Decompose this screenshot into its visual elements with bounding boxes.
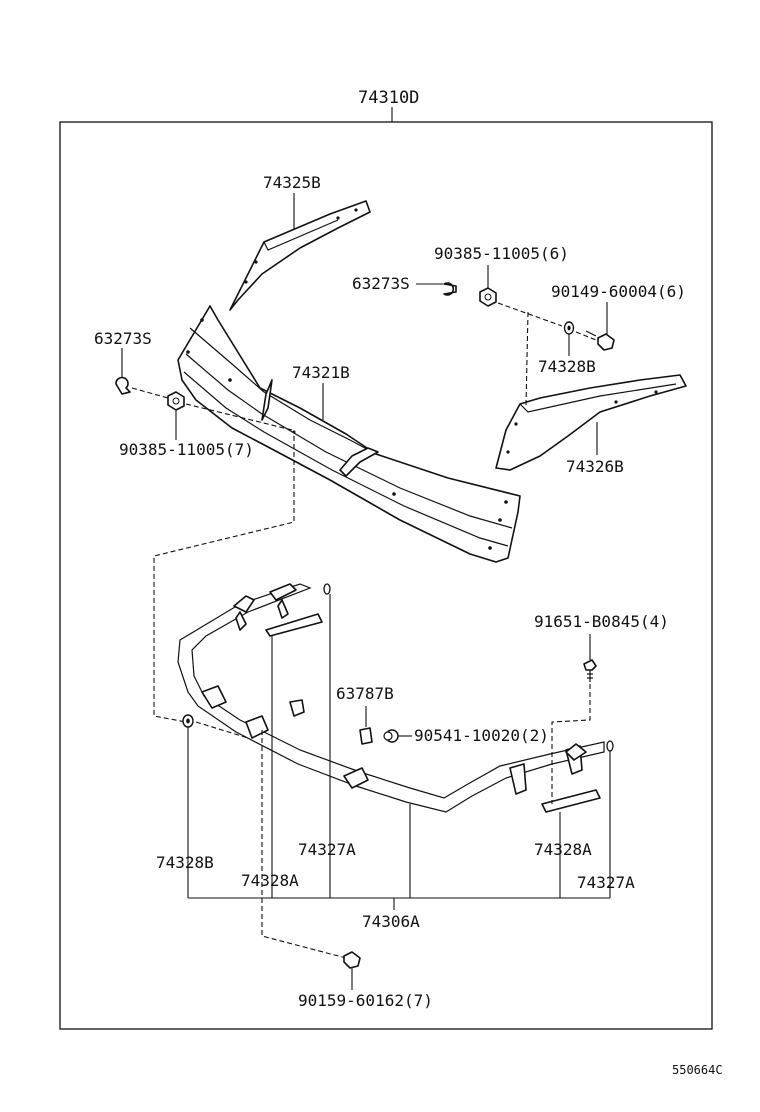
label-74306A: 74306A [362,912,420,931]
part-90385-left-nut [167,391,185,411]
part-91651-bolt [583,659,597,682]
part-74327A-right-clip [606,740,614,752]
part-74328B-bottom-washer [182,714,194,728]
label-90149-60004-6: 90149-60004(6) [551,282,686,301]
part-74328A-right-plate [541,789,601,813]
part-74328A-left-plate [265,613,323,637]
part-63273S-left-clip [115,376,131,395]
label-63273S-left: 63273S [94,329,152,348]
label-90159-60162-7: 90159-60162(7) [298,991,433,1010]
figure-code: 550664C [672,1063,723,1077]
label-74328A-right: 74328A [534,840,592,859]
label-74327A-left: 74327A [298,840,356,859]
label-90385-11005-7: 90385-11005(7) [119,440,254,459]
part-63787B-pad [359,727,373,745]
label-74321B: 74321B [292,363,350,382]
part-74325B-drawing [229,200,371,311]
part-74327A-left-clip [323,583,331,595]
assembly-frame [59,121,713,1030]
label-74325B: 74325B [263,173,321,192]
label-63273S-right: 63273S [352,274,410,293]
part-90149-screw [585,330,615,351]
part-90159-screw [343,951,361,969]
label-74328A-left: 74328A [241,871,299,890]
part-74326B-drawing [495,374,687,471]
label-90541-10020-2: 90541-10020(2) [414,726,549,745]
label-74327A-right: 74327A [577,873,635,892]
part-74321B-drawing [177,305,521,563]
label-90385-11005-6: 90385-11005(6) [434,244,569,263]
assembly-label: 74310D [358,88,419,108]
label-63787B: 63787B [336,684,394,703]
part-90385-top-nut [479,287,497,307]
part-90541-nut [383,729,399,743]
label-74326B: 74326B [566,457,624,476]
label-74328B-top: 74328B [538,357,596,376]
part-74328B-top-washer [563,321,575,335]
part-63273S-right-clip [443,282,457,296]
label-74328B-bottom: 74328B [156,853,214,872]
label-91651-B0845-4: 91651-B0845(4) [534,612,669,631]
part-74306A-frame [177,583,605,813]
